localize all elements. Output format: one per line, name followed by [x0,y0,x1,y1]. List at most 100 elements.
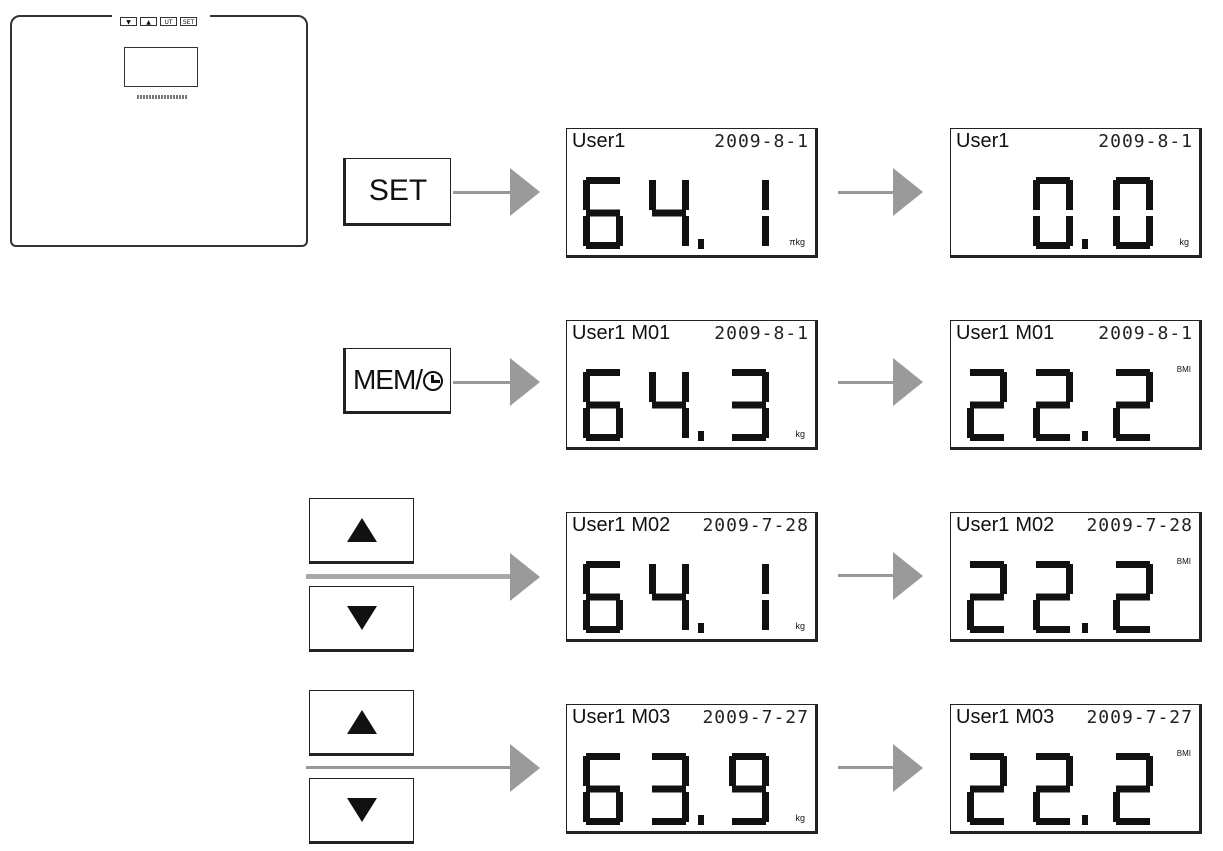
lcd-memory: M03 [631,706,671,728]
lcd-unit: kg [1179,237,1189,247]
lcd-segment [970,785,1004,793]
up-button-row4[interactable] [309,690,414,756]
lcd-segment [762,792,769,822]
up-button-row3[interactable] [309,498,414,564]
set-button-label: SET [368,174,428,207]
lcd-user: User1 [956,130,1010,152]
lcd-segment [970,818,1004,825]
lcd-user: User1 [572,514,626,536]
lcd-memory: M02 [631,514,671,536]
lcd-segment [652,401,686,409]
lcd-segment [616,408,623,438]
lcd-segment [583,372,590,402]
lcd-user: User1 [572,130,626,152]
lcd-segment [1113,792,1120,822]
arrow-right-icon [510,744,540,792]
lcd-segment [586,177,620,184]
scale-key-down[interactable]: ▼ [120,17,137,26]
lcd-segment [583,564,590,594]
connector-line [838,191,898,194]
lcd-segment [967,408,974,438]
lcd-segment [1116,401,1150,409]
scale-key-up[interactable]: ▲ [140,17,157,26]
connector-line [306,766,514,769]
lcd-segment [652,785,686,793]
lcd-value [583,369,769,441]
lcd-segment [1036,242,1070,249]
lcd-segment [682,600,689,630]
lcd-segment [1033,792,1040,822]
arrow-right-icon [510,358,540,406]
lcd-date: 2009-7-28 [1086,515,1193,536]
lcd-user: User1 [572,322,626,344]
lcd-segment [1066,216,1073,246]
connector-line [838,574,898,577]
lcd-segment [970,753,1004,760]
down-button-row3[interactable] [309,586,414,652]
lcd-unit: BMI [1176,365,1191,374]
lcd-segment [682,564,689,594]
set-button[interactable]: SET [343,158,451,226]
lcd-segment [586,593,620,601]
lcd-segment [1066,756,1073,786]
lcd-segment [616,600,623,630]
lcd-segment [583,792,590,822]
lcd-segment [970,626,1004,633]
lcd-segment [1036,626,1070,633]
lcd-segment [649,372,656,402]
scale-key-unit[interactable]: UT [160,17,177,26]
lcd-value [967,753,1153,825]
lcd-segment [1146,216,1153,246]
lcd-segment [1036,818,1070,825]
lcd-segment [1113,408,1120,438]
lcd-unit: πkg [789,237,805,247]
mem-button[interactable]: MEM/ [343,348,451,414]
down-button-row4[interactable] [309,778,414,844]
lcd-segment [1116,593,1150,601]
lcd-segment [616,216,623,246]
lcd-user: User1 [572,706,626,728]
lcd-segment [1036,177,1070,184]
lcd-segment [1116,561,1150,568]
lcd-segment [762,756,769,786]
lcd-segment [583,408,590,438]
lcd-value [583,753,769,825]
lcd-segment [586,242,620,249]
lcd-decimal-point [1082,623,1088,633]
lcd-segment [586,401,620,409]
lcd-segment [1036,401,1070,409]
connector-line [306,574,514,579]
arrow-right-icon [893,552,923,600]
arrow-right-icon [510,168,540,216]
lcd-segment [1000,372,1007,402]
lcd-date: 2009-7-27 [1086,707,1193,728]
lcd-unit: kg [795,429,805,439]
scale-key-set[interactable]: SET [180,17,197,26]
lcd-date: 2009-8-1 [1098,323,1193,344]
lcd-memory: M01 [631,322,671,344]
lcd-unit: kg [795,813,805,823]
lcd-unit-prefix: π [789,237,796,247]
lcd-segment [682,792,689,822]
lcd-unit: BMI [1176,749,1191,758]
lcd-segment [1033,216,1040,246]
lcd-segment [682,756,689,786]
lcd-value [583,177,769,249]
lcd-segment [729,756,736,786]
lcd-decimal-point [698,431,704,441]
lcd-segment [762,372,769,402]
lcd-segment [970,369,1004,376]
connector-line [453,381,513,384]
lcd-segment [1116,785,1150,793]
lcd-value [1033,177,1153,249]
lcd-segment [1033,408,1040,438]
lcd-segment [1113,180,1120,210]
lcd-row1-left: User1 2009-8-1 πkg [566,128,818,258]
lcd-segment [586,785,620,793]
connector-line [838,381,898,384]
lcd-segment [762,216,769,246]
